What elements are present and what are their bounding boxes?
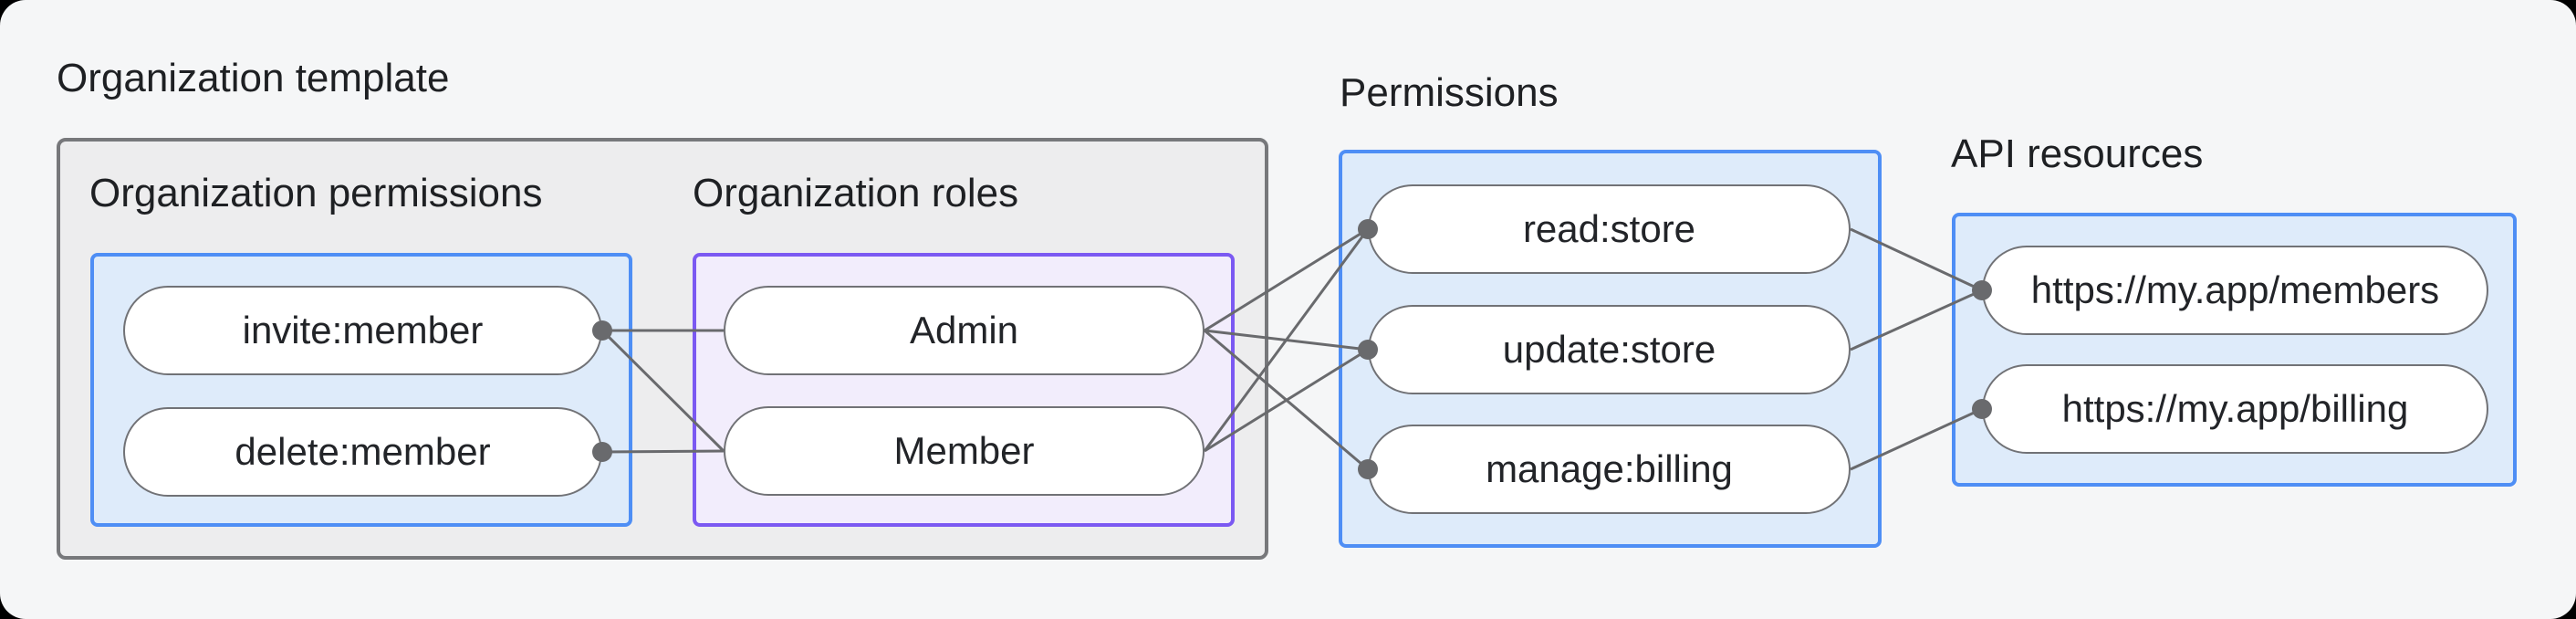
org-permissions-title: Organization permissions — [89, 171, 543, 215]
node-update-store: update:store — [1368, 305, 1851, 394]
node-admin-role: Admin — [724, 286, 1205, 375]
node-manage-billing: manage:billing — [1368, 425, 1851, 514]
node-invite-member: invite:member — [123, 286, 602, 375]
node-read-store: read:store — [1368, 184, 1851, 274]
permissions-title: Permissions — [1340, 70, 1559, 115]
node-delete-member: delete:member — [123, 407, 602, 497]
node-api-members-url: https://my.app/members — [1982, 246, 2488, 335]
node-api-billing-url: https://my.app/billing — [1982, 364, 2488, 454]
api-resources-title: API resources — [1951, 131, 2204, 176]
org-template-title: Organization template — [57, 56, 450, 100]
org-roles-title: Organization roles — [693, 171, 1019, 215]
node-member-role: Member — [724, 406, 1205, 496]
